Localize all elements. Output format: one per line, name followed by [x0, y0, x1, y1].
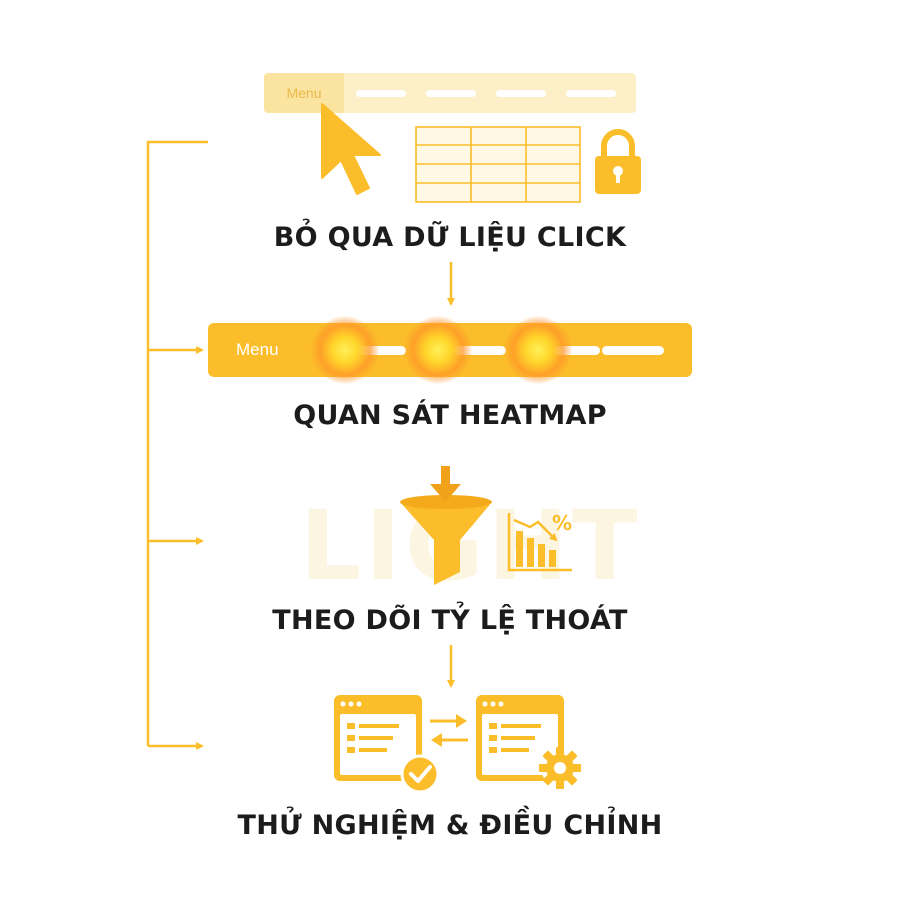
menu-item-placeholder	[496, 90, 546, 97]
step-label-observe-heatmap: QUAN SÁT HEATMAP	[293, 400, 607, 431]
browser-window-gear-icon	[476, 695, 581, 789]
browser-window-check-icon	[334, 695, 440, 794]
step-label-test-and-adjust: THỬ NGHIỆM & ĐIỀU CHỈNH	[237, 810, 663, 841]
cursor-arrow-icon	[321, 103, 381, 195]
menu-item-placeholder	[426, 90, 476, 97]
table-icon	[415, 126, 581, 203]
menu-item-placeholder	[356, 90, 406, 97]
menu-label: Menu	[236, 340, 279, 359]
menu-item-placeholder	[554, 346, 600, 355]
heatmap-hotspot	[404, 316, 472, 384]
menu-item-placeholder	[602, 346, 664, 355]
menu-item-placeholder	[454, 346, 506, 355]
funnel-icon	[400, 466, 492, 585]
menu-item-placeholder	[354, 346, 406, 355]
percent-icon: %	[552, 511, 572, 535]
step-label-track-bounce-rate: THEO DÕI TỶ LỆ THOÁT	[272, 605, 628, 636]
swap-arrows-icon	[430, 714, 468, 747]
bar-chart-down-icon	[507, 513, 572, 572]
step-label-skip-click-data: BỎ QUA DỮ LIỆU CLICK	[273, 222, 627, 253]
lock-icon	[595, 129, 641, 194]
heatmap-hotspot	[311, 316, 379, 384]
heatmap-hotspot	[504, 316, 572, 384]
menu-item-placeholder	[566, 90, 616, 97]
menu-tab-faded: Menu	[264, 73, 344, 113]
left-bracket-line	[146, 140, 208, 746]
